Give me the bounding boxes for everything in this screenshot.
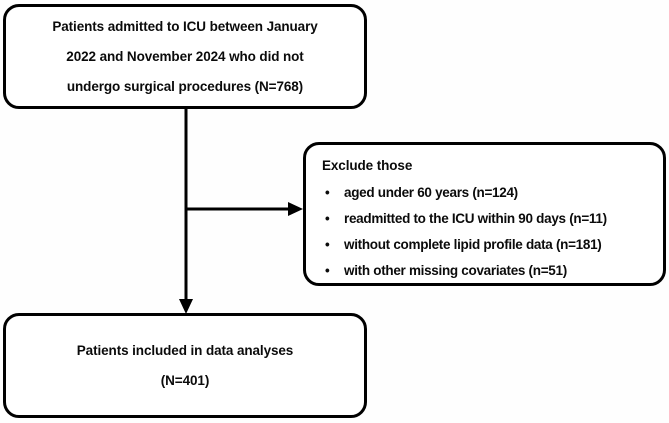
bullet-icon: • xyxy=(325,185,330,200)
exclusion-item-label: without complete lipid profile data (n=1… xyxy=(344,237,602,252)
right-arrowhead xyxy=(288,202,303,216)
exclusion-item-label: with other missing covariates (n=51) xyxy=(344,263,567,278)
enrolled-line-1: Patients admitted to ICU between January xyxy=(52,18,318,34)
included-cohort-box: Patients included in data analyses (N=40… xyxy=(3,313,367,418)
enrolled-cohort-box: Patients admitted to ICU between January… xyxy=(3,4,367,109)
enrolled-line-2: 2022 and November 2024 who did not xyxy=(66,48,304,64)
list-item: • aged under 60 years (n=124) xyxy=(322,180,663,206)
list-item: • readmitted to the ICU within 90 days (… xyxy=(322,206,663,232)
bullet-icon: • xyxy=(325,211,330,226)
exclusion-item-label: aged under 60 years (n=124) xyxy=(344,185,518,200)
down-arrowhead xyxy=(179,299,193,314)
exclusion-list: • aged under 60 years (n=124) • readmitt… xyxy=(322,180,663,284)
included-line-2: (N=401) xyxy=(160,372,210,388)
included-line-1: Patients included in data analyses xyxy=(76,342,294,358)
list-item: • without complete lipid profile data (n… xyxy=(322,232,663,258)
exclusion-criteria-box: Exclude those • aged under 60 years (n=1… xyxy=(303,142,666,286)
bullet-icon: • xyxy=(325,263,330,278)
exclusion-heading: Exclude those xyxy=(322,158,413,173)
enrolled-line-3: undergo surgical procedures (N=768) xyxy=(66,78,304,94)
exclusion-item-label: readmitted to the ICU within 90 days (n=… xyxy=(344,211,607,226)
bullet-icon: • xyxy=(325,237,330,252)
list-item: • with other missing covariates (n=51) xyxy=(322,258,663,284)
